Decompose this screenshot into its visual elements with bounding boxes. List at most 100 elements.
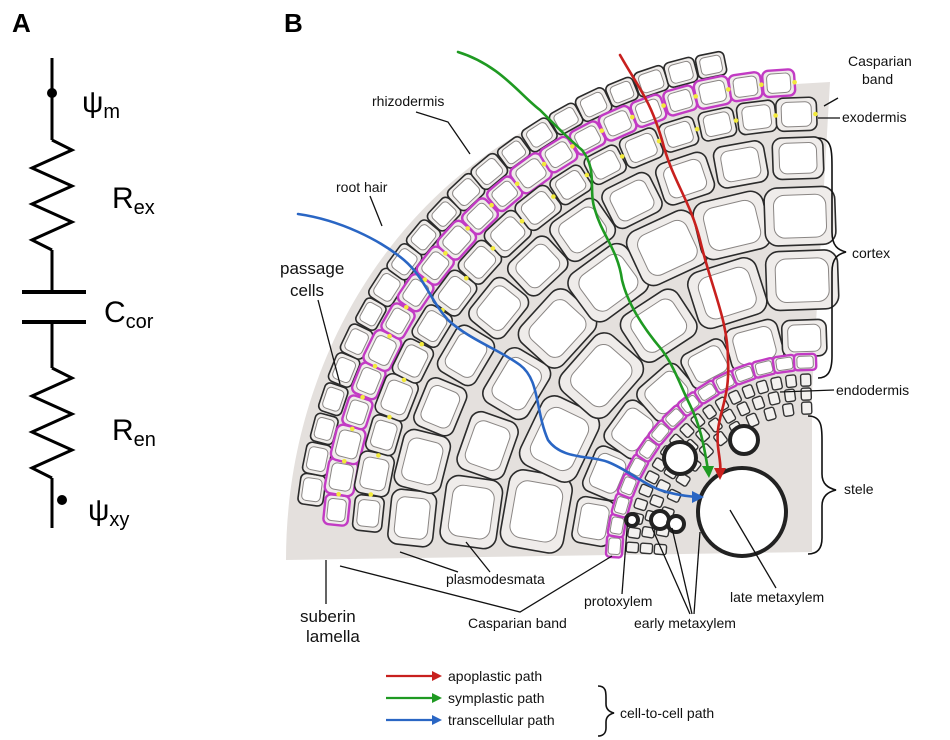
symplastic-arrowhead [702,466,714,478]
plasmodesma-dot [368,492,374,497]
rhizodermis-cell [694,50,728,80]
cortex-cell [499,469,573,554]
label-c-cor: Ccor [104,296,154,333]
plasmodesma-dot [541,161,547,167]
rhizodermis-cell [301,441,333,477]
plasmodesma-dot [342,459,347,464]
stele-cell [625,541,640,554]
stele-cell [727,389,743,405]
stele-cell [649,494,665,508]
cortex-brace [817,137,847,379]
label-early-metaxylem: early metaxylem [634,615,736,631]
cortex-cell [517,288,598,369]
cortex-cell [601,171,663,230]
label-casparian-band-top-line2: band [862,71,893,87]
legend-arrowhead-transcellular [432,715,442,725]
stele-cell [799,373,812,387]
label-cortex: cortex [852,245,890,261]
cortex-cell [439,474,504,550]
cortex-cell [353,450,396,498]
cortex-cell [780,318,828,358]
stele-cell [784,374,798,389]
stele-region [604,352,818,559]
plasmodesma-dot [661,103,666,108]
legend-item-symplastic: symplastic path [386,690,544,706]
rhizodermis-cell [633,64,670,98]
leader-casparian-top [823,97,839,107]
cortex-cell [571,495,616,548]
stele-cell [800,401,813,415]
protoxylem-vessel [624,512,640,528]
label-suberin-lamella-line2: lamella [306,627,360,646]
endodermis-cell [604,533,625,559]
cortex-cell [619,288,698,363]
legend-arrowhead-apoplastic [432,671,442,681]
cortex-cell [558,332,645,420]
pathways [296,50,730,503]
label-casparian-band-bottom: Casparian band [468,615,567,631]
stele-brace [807,415,837,555]
panel-b-letter: B [284,8,303,38]
leader-early-metaxylem-3 [693,531,701,615]
plasmodesma-dot [372,363,378,369]
plasmodesma-dot [401,377,407,383]
plasmodesma-dot [350,426,355,432]
plasmodesma-dot [773,113,778,118]
endodermis-cell [647,419,674,446]
cortex-cell [658,115,700,153]
cortex-cell [506,235,569,297]
rhizodermis-cell [470,152,509,191]
cortex-cell [735,99,778,136]
exodermis-cell [727,71,764,103]
legend-item-transcellular: transcellular path [386,712,555,728]
cortex-cell [625,209,710,287]
legend-arrowhead-symplastic [432,693,442,703]
plasmodesma-dot [792,80,797,85]
label-psi-m: ψm [82,86,120,123]
legend-label-apoplastic: apoplastic path [448,668,542,684]
stele-cell [653,543,668,556]
cortex-cell [468,276,530,340]
stele-cell [644,470,660,485]
cortex-cell [387,488,438,548]
cortex-cell [374,372,419,422]
plasmodesma-dot [360,394,365,400]
rhizodermis-cell [605,76,639,108]
cortex-cell [618,127,664,169]
label-suberin-lamella-line1: suberin [300,607,356,626]
stele-cell [751,395,766,411]
cortex-cell [436,324,496,387]
leader-rhizodermis [415,111,471,155]
rhizodermis-cell [355,297,387,331]
cortex-cell [775,96,818,133]
early-metaxylem-vessel [728,424,760,456]
plasmodesma-dot [693,94,698,99]
plasmodesma-dot [726,87,731,92]
endodermis-cell [792,352,818,372]
endodermis-cell [606,512,628,539]
exodermis-cell [322,493,351,527]
panel-a-circuit: A ψm Rex Ccor Ren ψxy [12,8,156,531]
node-psi-m [47,88,57,98]
label-r-ex: Rex [112,182,155,219]
cortex-cell [483,209,533,258]
rhizodermis-cell [520,117,558,153]
legend-label-transcellular: transcellular path [448,712,555,728]
stele-cell [736,401,751,417]
endodermis-cell [616,472,641,500]
legend-brace [597,685,615,737]
rhizodermis-cell [405,219,442,256]
endodermis-cell [771,353,798,375]
early-metaxylem-vessel [662,440,698,476]
label-root-hair: root hair [336,179,388,195]
stele-cell [639,542,654,555]
exodermis-cell [629,93,668,129]
plasmodesma-dot [404,305,409,310]
stele-cell [679,422,695,439]
cortex-cell [457,239,503,285]
cortex-cell [456,410,519,481]
plasmodesma-dot [584,172,590,178]
label-endodermis: endodermis [836,382,909,398]
stele-cell [702,404,717,420]
exodermis-cell [380,302,416,340]
